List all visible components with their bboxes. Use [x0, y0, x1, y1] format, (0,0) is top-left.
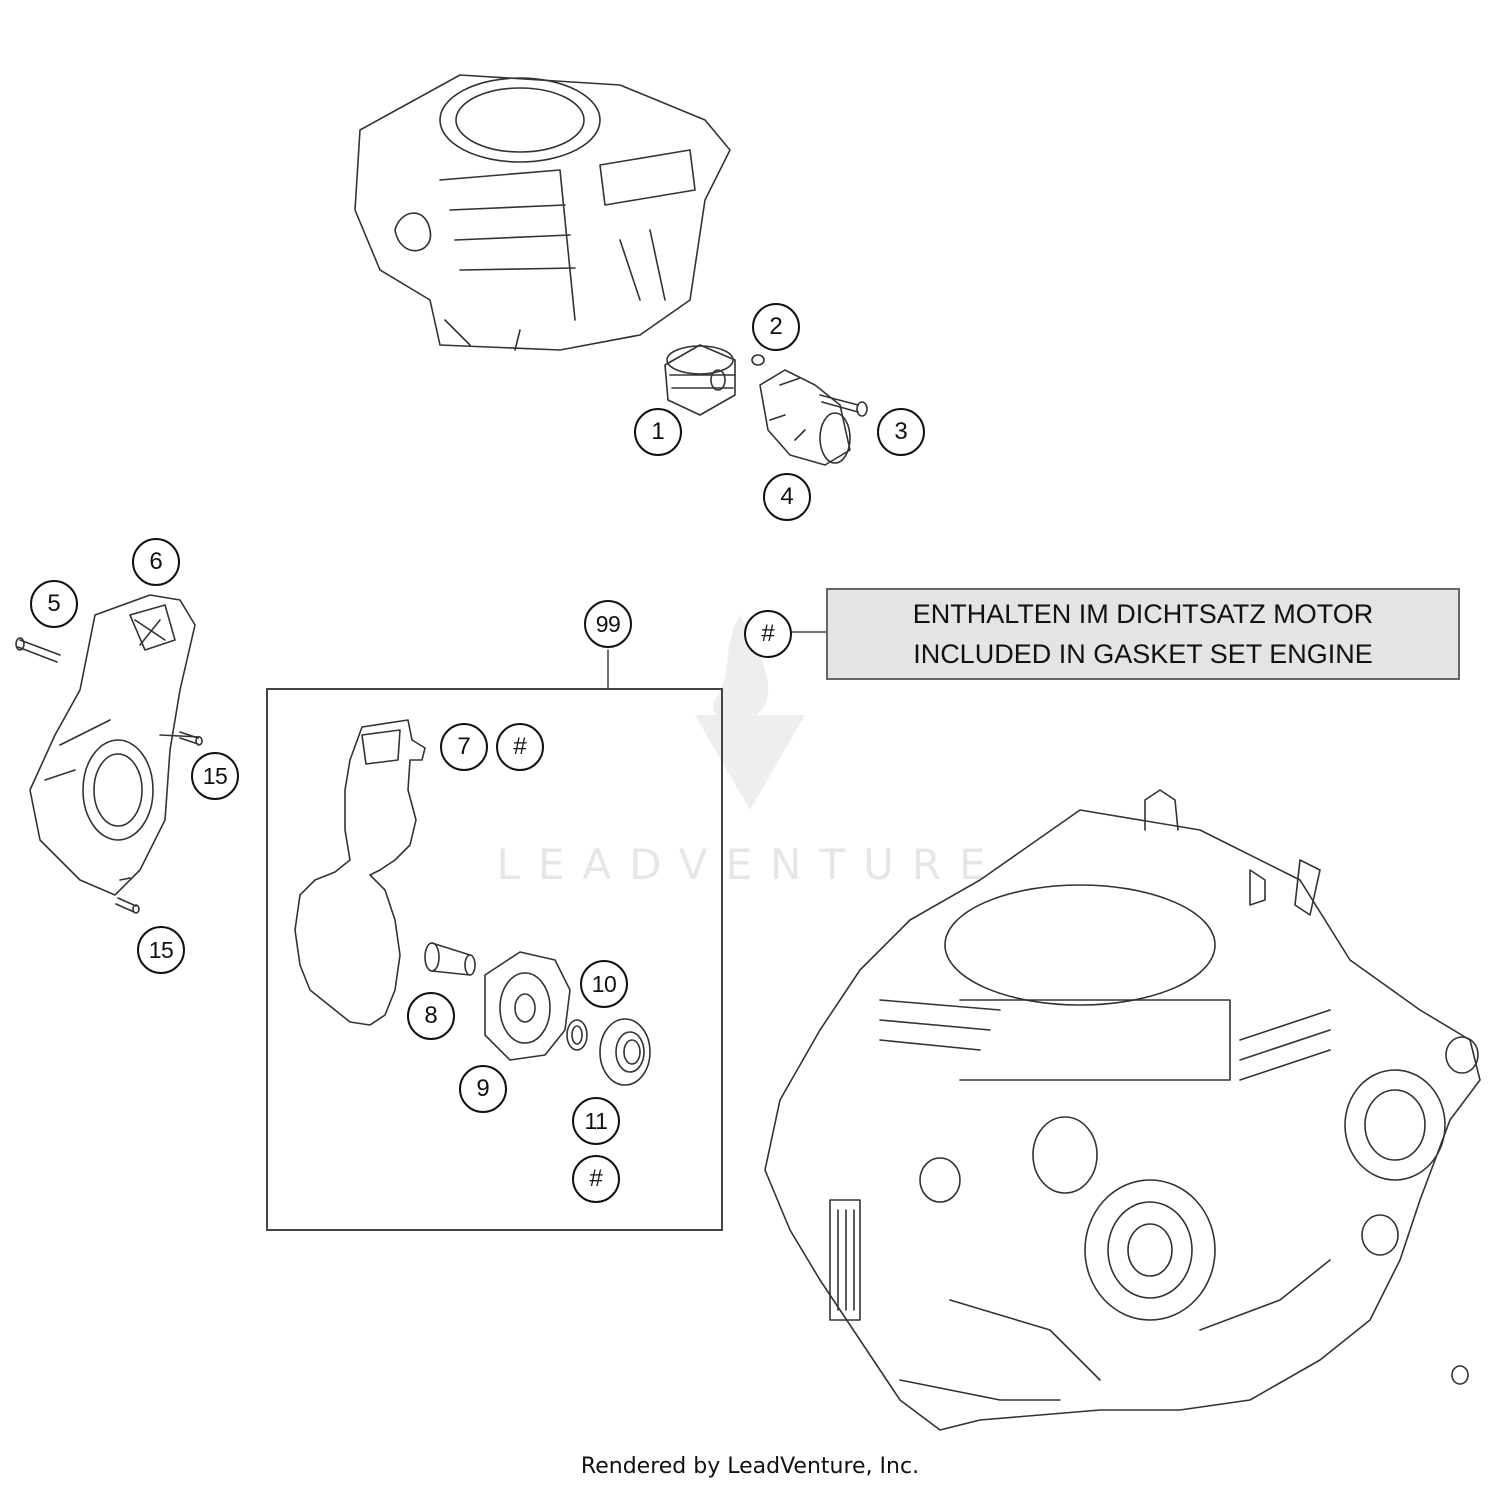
callout-11-hash[interactable]: # [572, 1155, 620, 1203]
callout-9[interactable]: 9 [459, 1065, 507, 1113]
legend-line-english: INCLUDED IN GASKET SET ENGINE [913, 639, 1373, 669]
part-2-drawing [751, 354, 765, 366]
callout-15-lower[interactable]: 15 [137, 926, 185, 974]
gasket-part-7 [294, 719, 426, 1026]
callout-15-upper[interactable]: 15 [191, 752, 239, 800]
impeller-part-9 [484, 951, 571, 1061]
callout-10[interactable]: 10 [580, 960, 628, 1008]
legend-hash-callout: # [744, 610, 792, 658]
crankcase [764, 789, 1481, 1431]
cylinder [354, 74, 731, 351]
callout-11[interactable]: 11 [572, 1097, 620, 1145]
callout-5[interactable]: 5 [30, 580, 78, 628]
callout-1[interactable]: 1 [634, 408, 682, 456]
legend-line-german: ENTHALTEN IM DICHTSATZ MOTOR [912, 599, 1374, 629]
callout-99[interactable]: 99 [584, 600, 632, 648]
callout-8[interactable]: 8 [407, 992, 455, 1040]
callout-7-hash[interactable]: # [496, 723, 544, 771]
watermark-text: LEADVENTURE [496, 840, 1004, 889]
callout-4[interactable]: 4 [763, 473, 811, 521]
gasket-set-legend: ENTHALTEN IM DICHTSATZ MOTOR INCLUDED IN… [826, 588, 1460, 680]
screw-part-5 [15, 637, 61, 663]
shaft-seal-part-11 [599, 1018, 651, 1086]
pin-part-8 [424, 942, 476, 976]
washer-part-10 [566, 1019, 588, 1051]
screw-part-3 [819, 394, 868, 417]
callout-7[interactable]: 7 [440, 723, 488, 771]
water-pump-cover-part-6 [29, 594, 201, 896]
callout-3[interactable]: 3 [877, 408, 925, 456]
callout-6[interactable]: 6 [132, 538, 180, 586]
screw-part-15 [115, 731, 203, 914]
assembly-group-box [266, 688, 723, 1231]
thermostat-part-1 [664, 344, 736, 416]
callout-2[interactable]: 2 [752, 303, 800, 351]
thermostat-housing-part-4 [759, 369, 851, 466]
leader-lines [607, 631, 827, 689]
render-credit: Rendered by LeadVenture, Inc. [580, 1454, 920, 1479]
